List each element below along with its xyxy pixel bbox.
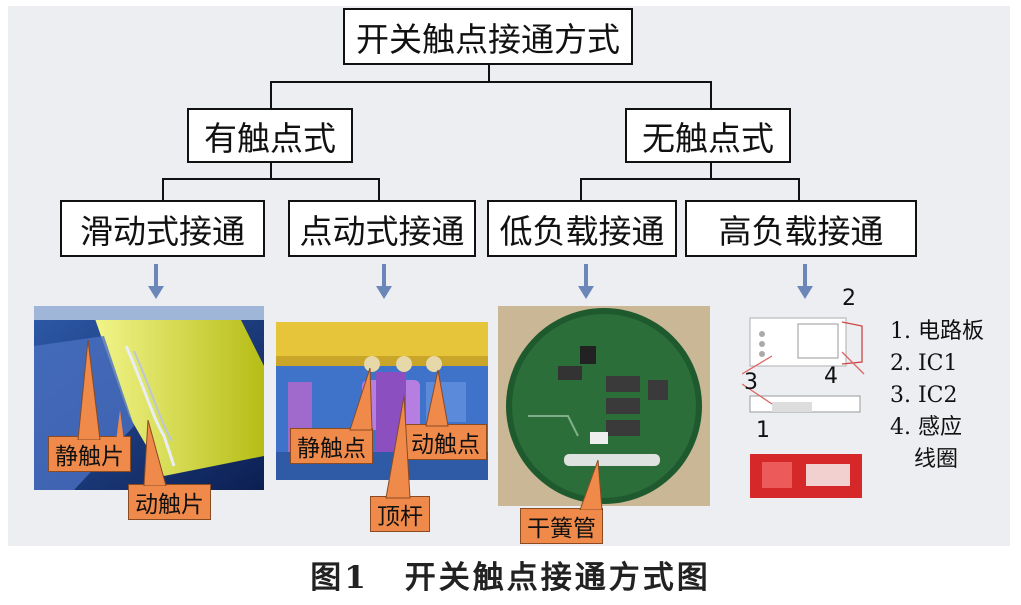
label-number-1: 1 (756, 418, 770, 443)
callout-pointer (349, 368, 449, 499)
connector-right-child1 (580, 178, 582, 202)
figure-caption: 图1 开关触点接通方式图 (0, 552, 1021, 597)
callout-reed-switch: 干簧管 (520, 508, 603, 544)
figure-title: 开关触点接通方式图 (404, 560, 711, 596)
callout-pointer (77, 340, 124, 440)
down-arrow-icon (578, 264, 594, 299)
root-node: 开关触点接通方式 (343, 8, 633, 65)
label-number-4: 4 (824, 364, 838, 389)
connector-left-down (270, 162, 272, 179)
callout-pointer (143, 420, 167, 486)
branch-node-contact: 有触点式 (187, 108, 353, 163)
connector-right-down (710, 162, 712, 179)
connector-root-down (488, 64, 490, 82)
leaf-node-high-load: 高负载接通 (685, 200, 917, 257)
connector-right-bar (580, 178, 800, 180)
label-number-2: 2 (842, 286, 856, 311)
high-load-legend: 1. 电路板 2. IC1 3. IC2 4. 感应 线圈 (890, 316, 984, 476)
leaf-node-low-load: 低负载接通 (487, 200, 677, 257)
down-arrow-icon (376, 264, 392, 299)
connector-left-child2 (378, 178, 380, 202)
connector-left-branch (270, 81, 272, 110)
callout-static-contact-strip: 静触片 (48, 436, 131, 472)
callout-static-contact-point: 静触点 (290, 428, 373, 464)
callout-pointer (579, 460, 603, 510)
high-load-module-drawing (742, 317, 865, 498)
down-arrow-icon (797, 264, 813, 299)
leaf-node-point: 点动式接通 (288, 200, 476, 257)
legend-item: 2. IC1 (890, 351, 958, 376)
legend-item: 线圈 (914, 447, 959, 472)
reed-switch-pcb-photo (498, 306, 710, 506)
connector-left-bar (162, 178, 380, 180)
leaf-node-sliding: 滑动式接通 (60, 200, 265, 257)
connector-right-branch (710, 81, 712, 110)
legend-item: 3. IC2 (890, 383, 958, 408)
callout-push-rod: 顶杆 (370, 496, 430, 532)
connector-right-child2 (798, 178, 800, 202)
down-arrow-icon (148, 264, 164, 299)
figure-number: 图1 (310, 560, 369, 596)
label-number-3: 3 (744, 370, 758, 395)
callout-moving-contact-strip: 动触片 (128, 484, 211, 520)
branch-node-contactless: 无触点式 (625, 108, 791, 163)
connector-level1-bar (270, 81, 712, 83)
connector-left-child1 (162, 178, 164, 202)
legend-item: 4. 感应 (890, 415, 962, 440)
legend-item: 1. 电路板 (890, 319, 984, 344)
